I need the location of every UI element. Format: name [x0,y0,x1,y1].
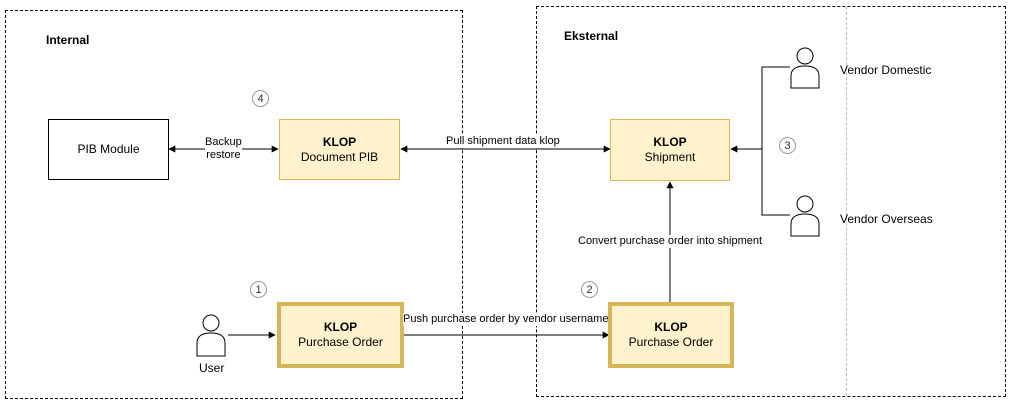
document-pib-title: KLOP [322,134,357,149]
vendor-overseas-label: Vendor Overseas [840,212,933,226]
pib-module-label: PIB Module [77,142,140,156]
purchase-order-external-node[interactable]: KLOP Purchase Order [608,302,734,368]
purchase-order-external-title: KLOP [654,320,688,334]
shipment-node[interactable]: KLOP Shipment [610,119,730,181]
push-po-label: Push purchase order by vendor username [403,313,609,326]
step-marker-3: 3 [779,137,796,154]
shipment-title: KLOP [653,135,687,149]
external-zone-divider [846,7,847,396]
vendor-overseas-actor-icon [790,195,820,237]
shipment-subtitle: Shipment [644,150,696,164]
user-label: User [199,361,225,375]
backup-label: Backup [205,136,242,148]
vendor-domestic-label: Vendor Domestic [840,63,932,77]
vendor-domestic-actor-icon [790,47,820,89]
pull-shipment-label: Pull shipment data klop [446,135,560,148]
external-zone-title: Eksternal [564,29,619,43]
purchase-order-external-subtitle: Purchase Order [628,335,714,349]
purchase-order-internal-node[interactable]: KLOP Purchase Order [277,302,404,368]
step-marker-1: 1 [250,281,267,298]
convert-po-label: Convert purchase order into shipment [578,235,763,248]
edge-vendors-shipment [761,66,790,216]
backup-restore-label: Backup restore [205,136,242,162]
user-actor-icon [196,314,226,357]
document-pib-node[interactable]: KLOP Document PIB [279,119,400,180]
step-marker-4: 4 [252,90,269,107]
purchase-order-internal-subtitle: Purchase Order [298,335,383,349]
internal-zone-title: Internal [46,33,90,47]
document-pib-subtitle: Document PIB [300,149,379,164]
internal-zone [5,10,463,399]
external-zone [536,6,1006,397]
pib-module-node[interactable]: PIB Module [48,119,169,180]
step-marker-2: 2 [581,281,598,298]
purchase-order-internal-title: KLOP [323,320,358,334]
restore-label: restore [206,149,241,161]
